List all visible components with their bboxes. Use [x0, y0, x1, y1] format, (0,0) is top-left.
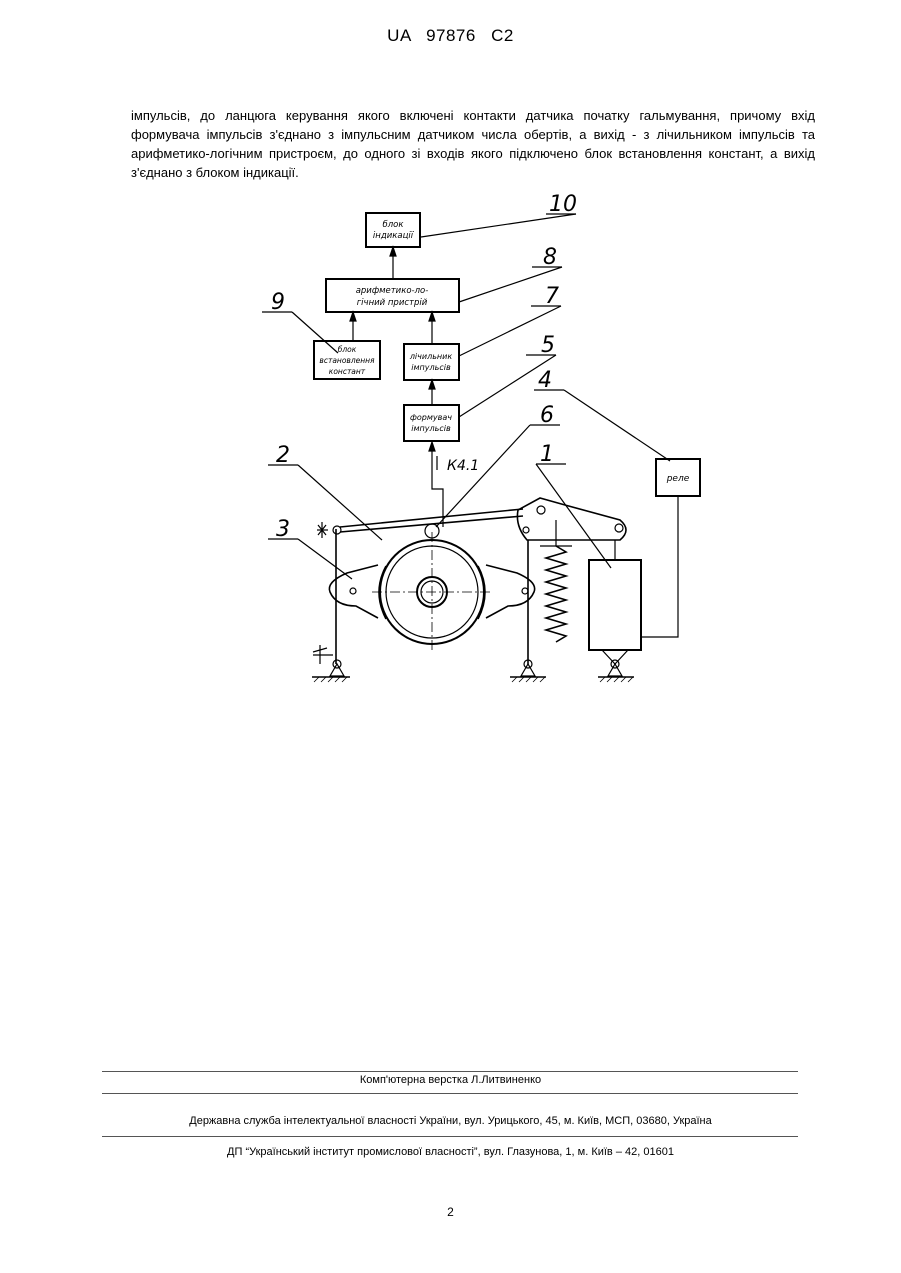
callout-3: 3 [276, 517, 290, 542]
footer-rule-3 [102, 1136, 798, 1137]
block-10-label-2: індикації [373, 231, 415, 241]
block-8-label-2: гічний пристрій [357, 298, 428, 308]
footer-typesetting: Комп'ютерна верстка Л.Литвиненко [0, 1074, 901, 1086]
callout-7: 7 [545, 284, 559, 309]
block-10-label-1: блок [382, 220, 404, 230]
block-9-label-1: блок [338, 345, 357, 354]
block-5-label-1: формувач [410, 413, 452, 422]
footer-office-address: Державна служба інтелектуальної власност… [0, 1115, 901, 1127]
brake-monitoring-figure: блок індикації арифметико-ло- гічний при… [250, 190, 730, 695]
callout-6: 6 [540, 403, 554, 428]
signal-label: К4.1 [447, 458, 479, 474]
footer-rule-2 [102, 1093, 798, 1094]
block-9-label-2: встановлення [319, 356, 375, 365]
block-5-label-2: імпульсів [411, 424, 451, 433]
block-4-label: реле [666, 474, 690, 484]
block-7-label-1: лічильник [409, 352, 453, 361]
callout-4: 4 [538, 368, 552, 393]
block-10-box [366, 213, 420, 247]
block-8-label-1: арифметико-ло- [356, 286, 429, 296]
block-7-label-2: імпульсів [411, 363, 451, 372]
callout-8: 8 [543, 245, 557, 270]
callout-10: 10 [549, 192, 577, 217]
patent-header: UA 97876 C2 [0, 26, 901, 46]
callout-2: 2 [276, 443, 290, 468]
footer-rule-1 [102, 1071, 798, 1072]
body-paragraph: імпульсів, до ланцюга керування якого вк… [131, 106, 815, 182]
page-number: 2 [0, 1205, 901, 1219]
block-9-label-3: констант [329, 367, 366, 376]
callout-1: 1 [540, 442, 554, 467]
block-5-box [404, 405, 459, 441]
block-7-box [404, 344, 459, 380]
footer-institute-address: ДП “Український інститут промислової вла… [0, 1146, 901, 1158]
callout-9: 9 [271, 290, 285, 315]
callout-5: 5 [541, 333, 555, 358]
